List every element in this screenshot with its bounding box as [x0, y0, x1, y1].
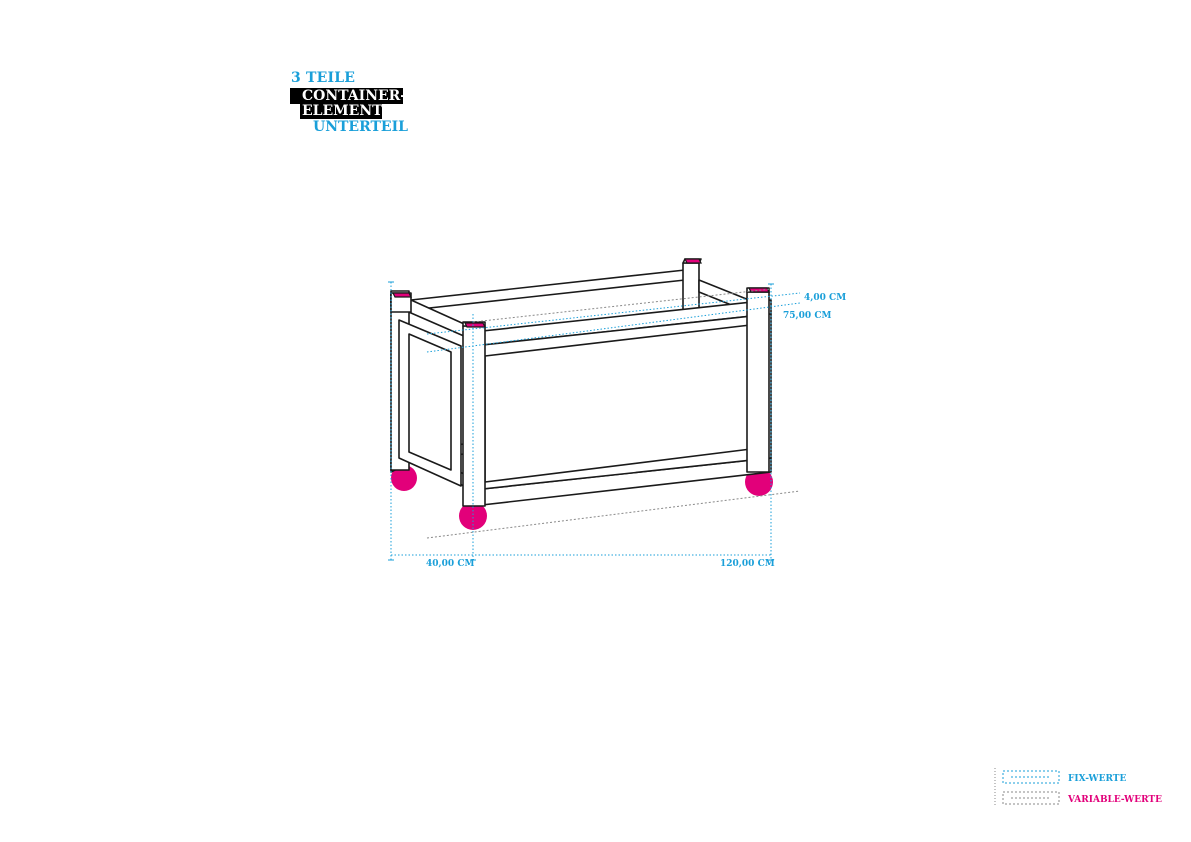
wheel-back-left [391, 465, 417, 491]
front-left-post [462, 325, 486, 507]
dim-length-diagonal [426, 490, 801, 539]
legend-variable-swatch [1002, 791, 1060, 805]
label-width-depth: 40,00 CM [426, 559, 474, 569]
dim-height-top-a [426, 292, 801, 335]
title-element-line: ELEMENT [300, 103, 383, 119]
legend-fixed-label: FIX-WERTE [1068, 774, 1126, 784]
frame-outline [390, 258, 772, 507]
cap-front-right [748, 287, 770, 293]
wheel-front-left [459, 502, 487, 530]
label-post-height: 4,00 CM [804, 293, 846, 303]
legend-variable-label: VARIABLE-WERTE [1067, 795, 1162, 805]
front-right-post [746, 291, 770, 473]
dim-top-diagonal [472, 288, 772, 323]
dimension-ticks [388, 281, 774, 561]
legend-fixed-swatch [1002, 770, 1060, 784]
cap-back-right [684, 258, 702, 264]
legend: FIX-WERTE VARIABLE-WERTE [993, 768, 1183, 808]
post-caps [392, 258, 770, 328]
variable-dimension-lines [426, 288, 801, 539]
cap-front-left [464, 322, 486, 328]
label-length: 120,00 CM [720, 559, 775, 569]
wheel-front-right [745, 468, 773, 496]
dimension-labels: 40,00 CM 120,00 CM 4,00 CM 75,00 CM [426, 293, 846, 569]
fixed-dimension-lines [390, 282, 801, 560]
left-end-frame-inner [408, 333, 452, 471]
cap-back-left [392, 292, 412, 298]
title-container-line: CONTAINER- [290, 88, 406, 104]
label-height: 75,00 CM [783, 311, 831, 321]
title-subpart: UNTERTEIL [313, 119, 408, 135]
back-top-rail [410, 269, 686, 311]
title-parts-count: 3 TEILE [291, 70, 356, 86]
